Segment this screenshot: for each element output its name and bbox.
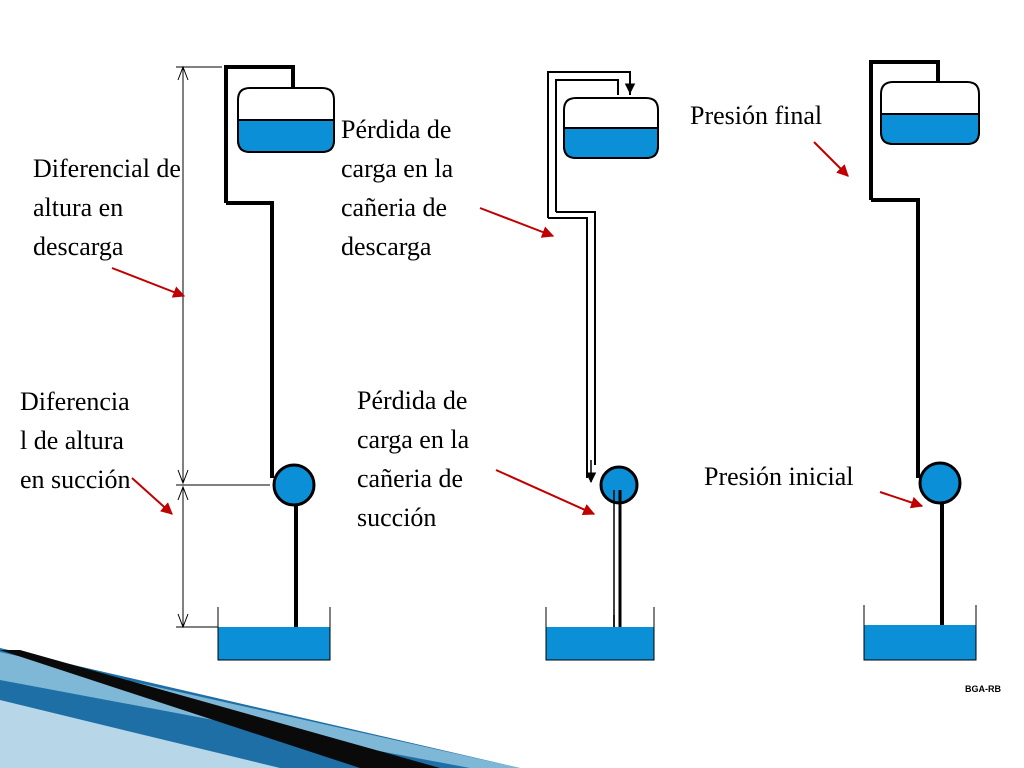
arrow-diferencial-succion: [131, 477, 173, 515]
credit-text: BGA-RB: [965, 684, 1001, 694]
discharge-pipe-2: [547, 71, 636, 484]
height-dimension-lines: [176, 65, 270, 629]
arrow-presion-inicial: [879, 491, 924, 509]
pump-1: [272, 463, 316, 507]
system-1: [217, 65, 335, 661]
label-perdida-descarga: Pérdida de carga en la cañeria de descar…: [341, 115, 454, 261]
upper-tank-1: [237, 87, 335, 153]
system-3: [863, 60, 980, 661]
label-presion-final: Presión final: [690, 101, 823, 130]
pump-3: [918, 461, 962, 505]
discharge-pipe-1: [224, 65, 295, 478]
label-diferencial-descarga: Diferencial de altura en descarga: [33, 154, 181, 261]
corner-decoration: [0, 648, 520, 768]
lower-tank-2: [545, 607, 655, 661]
arrow-presion-final: [813, 141, 849, 177]
label-presion-inicial: Presión inicial: [704, 462, 854, 491]
lower-tank-1: [217, 607, 331, 661]
lower-tank-3: [863, 605, 977, 661]
arrow-diferencial-descarga: [111, 267, 186, 298]
upper-tank-3: [880, 81, 980, 145]
label-diferencial-succion: Diferencia l de altura en succión: [20, 387, 131, 494]
arrow-perdida-descarga: [479, 207, 555, 238]
discharge-pipe-3: [869, 60, 940, 478]
label-perdida-succion: Pérdida de carga en la cañeria de succió…: [357, 386, 470, 532]
pointer-arrows: [111, 141, 924, 516]
upper-tank-2: [563, 97, 659, 159]
arrow-perdida-succion: [495, 469, 596, 516]
system-2: [545, 71, 659, 661]
suction-pipe-2: [608, 490, 622, 640]
